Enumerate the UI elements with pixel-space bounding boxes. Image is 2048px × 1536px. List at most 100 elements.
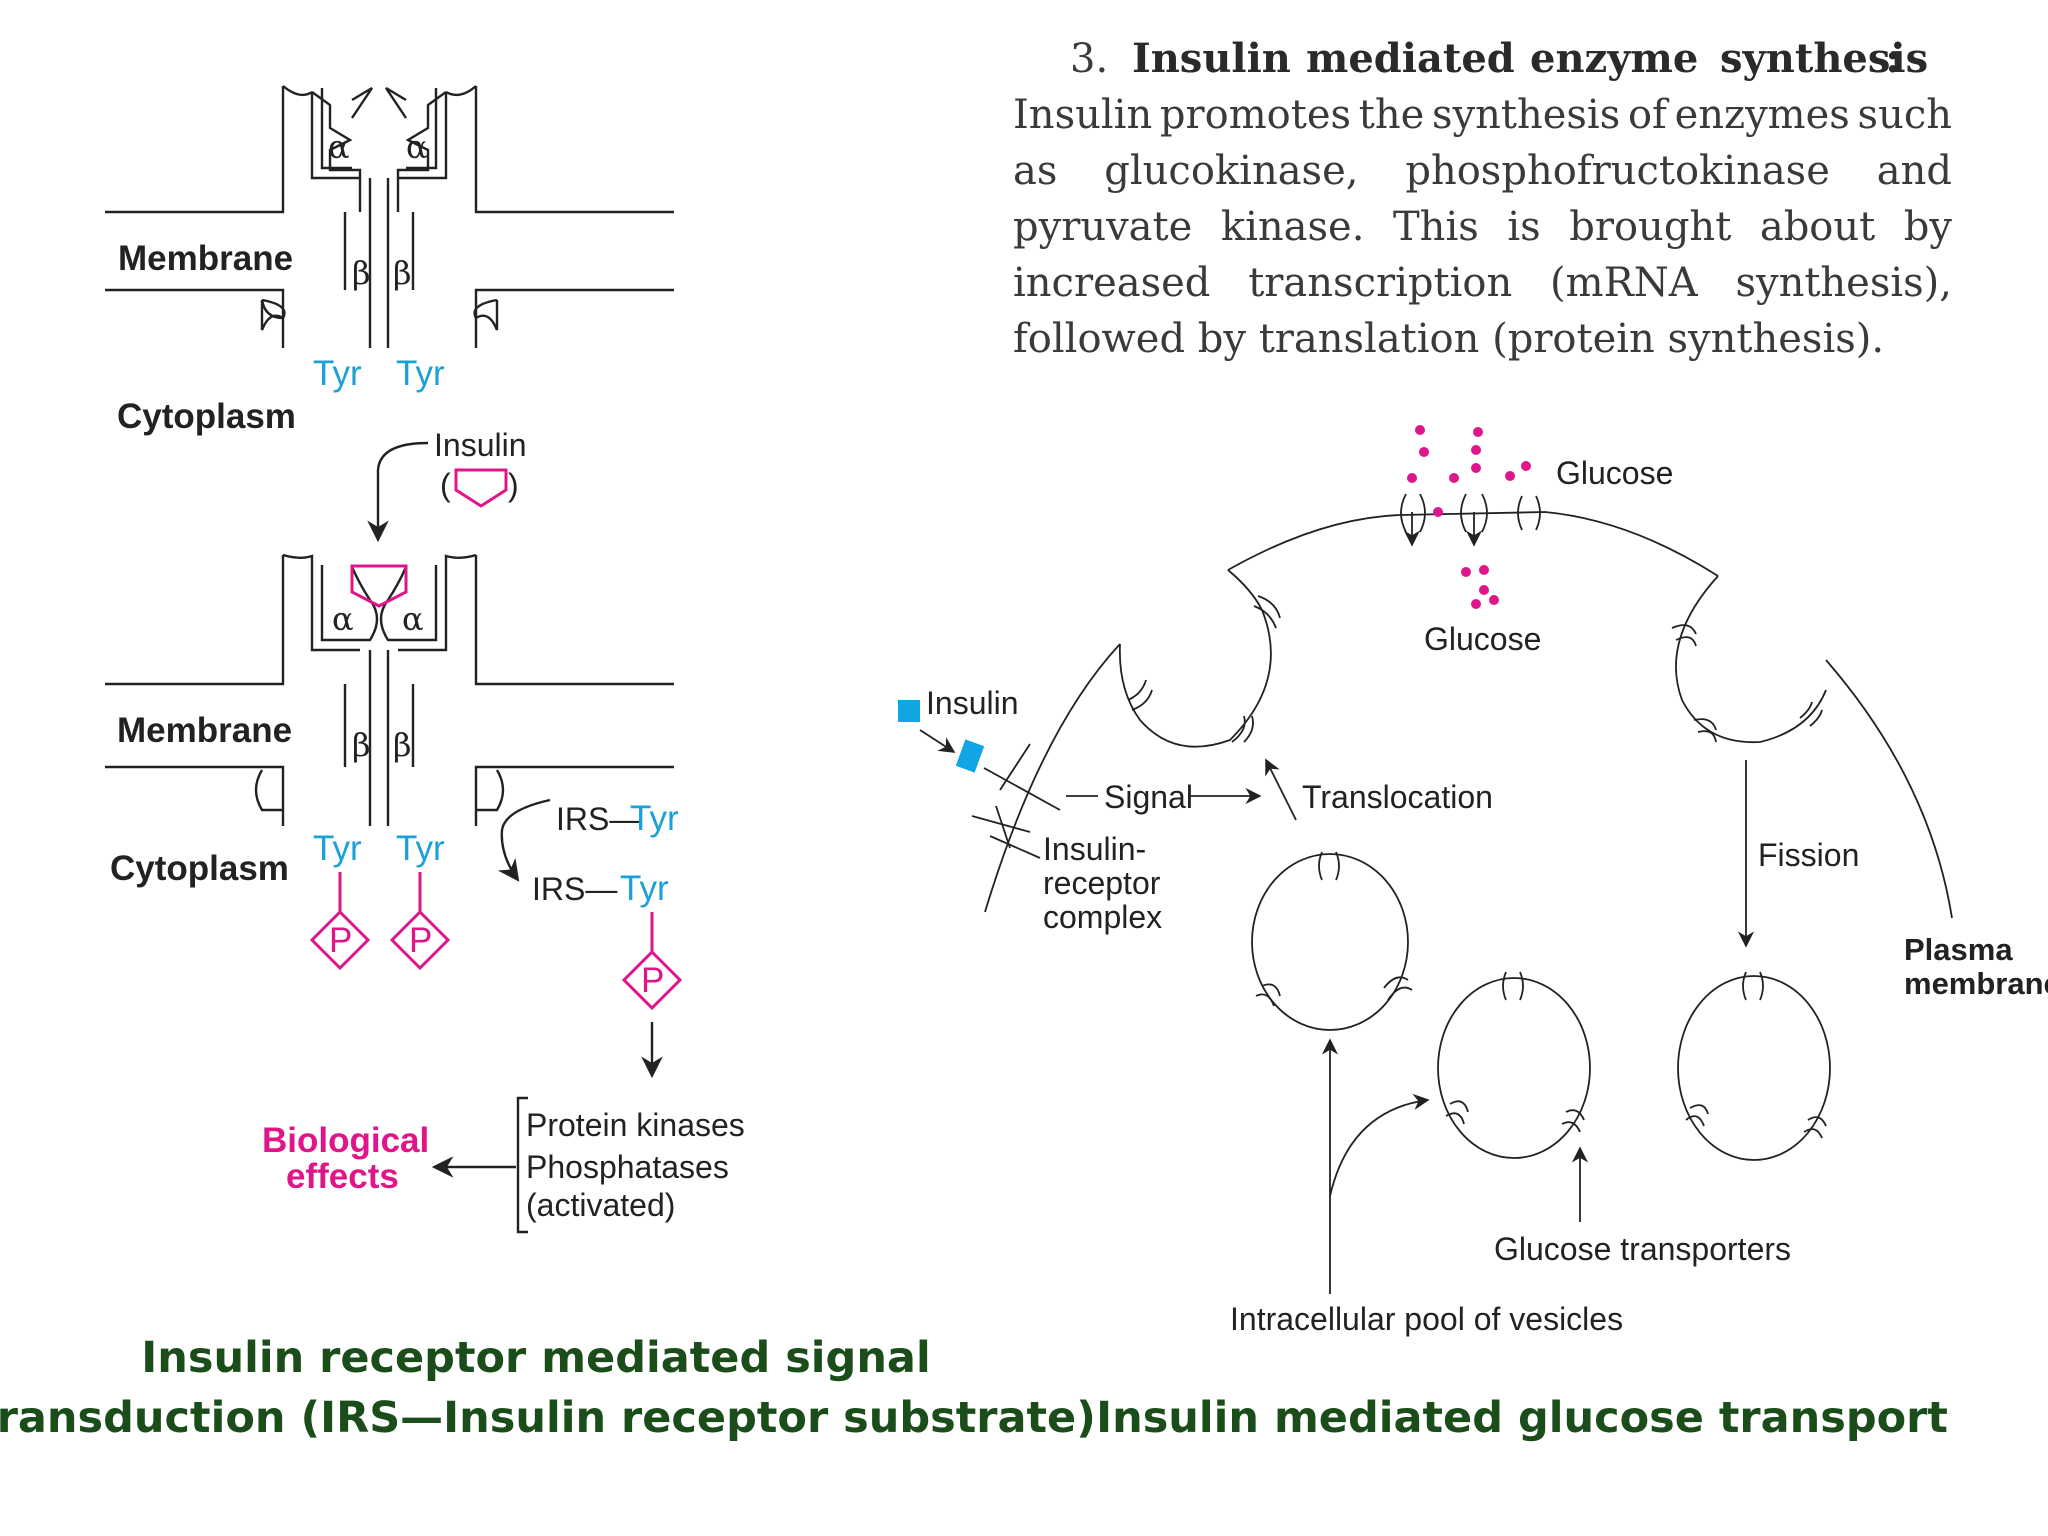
irs-label: IRS— [556, 801, 641, 837]
paragraph-word: glucokinase, [1104, 148, 1358, 194]
phosphate-label: P [329, 921, 352, 960]
glucose-molecules-inside [1433, 507, 1499, 609]
membrane-label: Membrane [117, 711, 292, 750]
glucose-transporters-label: Glucose transporters [1494, 1231, 1791, 1267]
glucose-dot [1473, 427, 1483, 437]
vesicle-pool-label: Intracellular pool of vesicles [1230, 1301, 1623, 1337]
complex-label: Insulin- [1043, 831, 1146, 867]
biological-effects-label: effects [286, 1157, 399, 1196]
active-receptor: α α β β Membrane Tyr Tyr Cytoplasm P P [105, 553, 674, 971]
side-transporters [1127, 595, 1823, 743]
vesicle [1437, 971, 1591, 1159]
paragraph-word: kinase. [1221, 204, 1365, 250]
enzyme-synthesis-paragraph: 3. Insulin mediated enzyme synthesis : I… [1013, 35, 1952, 362]
plasma-membrane-label: Plasma [1904, 932, 2013, 967]
paragraph-line: followed by translation (protein synthes… [1013, 316, 1884, 362]
cytoplasm-label: Cytoplasm [117, 397, 296, 436]
paragraph-word: and [1877, 148, 1952, 194]
paragraph-word: brought [1569, 204, 1731, 250]
vesicle [1251, 851, 1413, 1031]
beta-subunit-label: β [393, 254, 412, 292]
glucose-dot [1471, 445, 1481, 455]
kinase-line: Phosphatases [526, 1149, 729, 1185]
glucose-transport-diagram: Glucose Glucose Insulin Insulin- recepto… [898, 425, 2048, 1337]
bound-insulin-icon [350, 564, 408, 608]
translocation-label: Translocation [1302, 779, 1493, 815]
paragraph-word: by [1904, 204, 1953, 250]
glucose-label: Glucose [1424, 621, 1541, 657]
inactive-receptor: α α β β Membrane Tyr Tyr Cytoplasm [105, 85, 674, 436]
glucose-dot [1471, 463, 1481, 473]
phosphate-icon [309, 909, 371, 971]
paragraph-word: about [1760, 204, 1875, 250]
paragraph-heading-word: mediated [1306, 35, 1515, 82]
insulin-receptor-diagram: α α β β Membrane Tyr Tyr Cytoplasm Insul… [105, 85, 745, 1234]
paragraph-word: transcription [1248, 260, 1512, 306]
insulin-paren-open: ( [440, 467, 451, 503]
membrane-label: Membrane [118, 239, 293, 278]
glucose-molecules-outside [1407, 425, 1531, 483]
kinase-line: (activated) [526, 1187, 675, 1223]
phosphate-label: P [409, 921, 432, 960]
paragraph-word: (mRNA [1550, 260, 1699, 306]
insulin-label: Insulin [434, 427, 527, 463]
tyr-label: Tyr [396, 829, 445, 868]
paragraph-word: promotes [1160, 92, 1351, 138]
paragraph-word: pyruvate [1013, 204, 1192, 250]
tyr-label: Tyr [396, 354, 445, 393]
glucose-dot [1489, 595, 1499, 605]
beta-subunit-label: β [352, 254, 371, 292]
insulin-paren-close: ) [508, 467, 519, 503]
paragraph-word: such [1858, 92, 1952, 138]
glucose-dot [1433, 507, 1443, 517]
plasma-membrane-label: membrane [1904, 966, 2048, 1001]
alpha-subunit-label: α [328, 128, 350, 166]
glucose-dot [1407, 473, 1417, 483]
insulin-molecule-icon [454, 468, 508, 508]
paragraph-word: increased [1013, 260, 1210, 306]
glucose-label: Glucose [1556, 455, 1673, 491]
paragraph-heading-word: enzyme [1530, 35, 1698, 82]
complex-label: complex [1043, 899, 1162, 935]
glucose-dot [1419, 447, 1429, 457]
glucose-dot [1471, 599, 1481, 609]
paragraph-word: is [1507, 204, 1540, 250]
paragraph-word: as [1013, 148, 1057, 194]
paragraph-word: synthesis [1432, 92, 1620, 138]
paragraph-word: enzymes [1675, 92, 1850, 138]
glucose-dot [1479, 585, 1489, 595]
paragraph-word: synthesis), [1735, 260, 1952, 306]
signal-transduction-caption: Insulin receptor mediated signal [141, 1333, 930, 1383]
beta-subunit-label: β [393, 726, 412, 764]
irs-label: IRS— [532, 871, 617, 907]
fission-label: Fission [1758, 837, 1859, 873]
alpha-subunit-label: α [402, 600, 424, 638]
alpha-subunit-label: α [406, 128, 428, 166]
tyr-label: Tyr [630, 799, 679, 838]
insulin-square-icon [898, 700, 920, 722]
paragraph-heading-word: : [1885, 35, 1900, 82]
membrane-transporters [1400, 493, 1541, 533]
tyr-label: Tyr [313, 354, 362, 393]
phosphate-label: P [641, 961, 664, 1000]
glucose-dot [1449, 473, 1459, 483]
alpha-subunit-label: α [332, 600, 354, 638]
paragraph-heading-word: synthesis [1720, 35, 1928, 82]
beta-subunit-label: β [352, 726, 371, 764]
glucose-dot [1521, 461, 1531, 471]
paragraph-heading-number: 3. [1070, 36, 1108, 82]
vesicle [1677, 971, 1831, 1161]
glucose-dot [1479, 565, 1489, 575]
paragraph-word: of [1628, 92, 1670, 138]
glucose-dot [1461, 567, 1471, 577]
paragraph-word: This [1393, 204, 1479, 250]
phosphate-icon [621, 949, 683, 1011]
paragraph-heading-word: Insulin [1132, 35, 1291, 82]
paragraph-word: the [1359, 92, 1425, 138]
glucose-transport-caption: Insulin mediated glucose transport [1096, 1393, 1948, 1443]
cytoplasm-label: Cytoplasm [110, 849, 289, 888]
biological-effects-label: Biological [262, 1121, 429, 1160]
complex-label: receptor [1043, 865, 1161, 901]
